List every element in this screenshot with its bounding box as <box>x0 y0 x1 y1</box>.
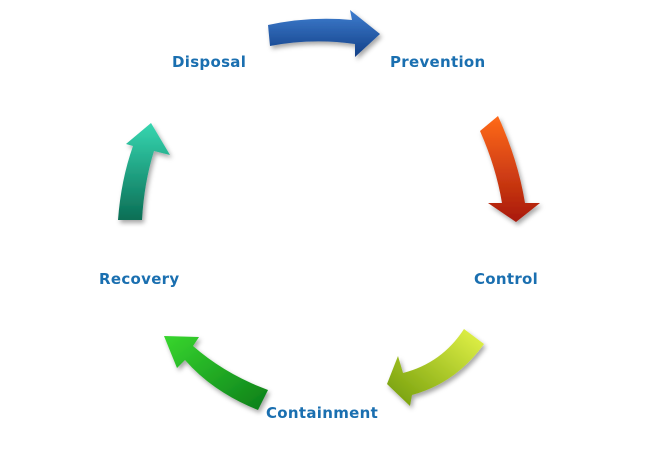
stage-label-disposal: Disposal <box>172 53 247 71</box>
stage-label-recovery: Recovery <box>99 270 180 288</box>
stage-label-prevention: Prevention <box>390 53 486 71</box>
arrow-disposal-to-prevention <box>268 10 380 57</box>
arrow-prevention-to-control <box>480 116 540 222</box>
arrow-control-to-containment <box>387 329 484 406</box>
arrow-recovery-to-disposal <box>118 123 170 220</box>
arrow-containment-to-recovery <box>164 336 268 410</box>
stage-label-control: Control <box>474 270 539 288</box>
stage-label-containment: Containment <box>266 404 379 422</box>
